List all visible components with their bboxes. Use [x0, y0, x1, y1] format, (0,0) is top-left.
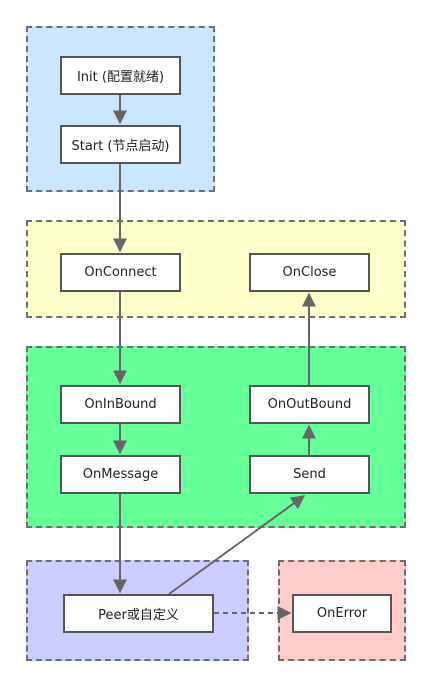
group-io — [26, 346, 406, 528]
node-on-connect: OnConnect — [60, 253, 181, 292]
node-on-in-bound: OnInBound — [60, 385, 181, 424]
node-on-error: OnError — [292, 594, 392, 633]
node-peer: Peer或自定义 — [63, 594, 214, 633]
node-init: Init (配置就绪) — [60, 56, 181, 95]
edge-peer-to-send — [168, 495, 306, 595]
node-on-message: OnMessage — [60, 455, 181, 494]
node-send: Send — [249, 455, 370, 494]
node-start: Start (节点启动) — [60, 125, 181, 164]
node-on-close: OnClose — [249, 253, 370, 292]
node-on-out-bound: OnOutBound — [249, 385, 370, 424]
